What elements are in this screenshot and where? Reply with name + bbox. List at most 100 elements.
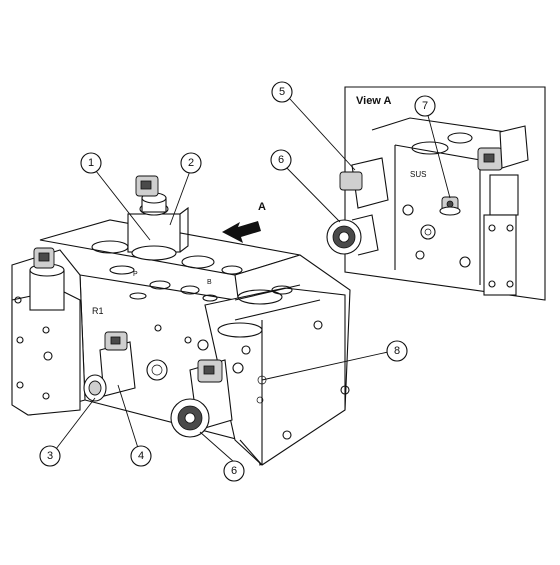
leader-2 — [169, 170, 191, 226]
leader-6b — [199, 431, 235, 463]
left-bolt-4 — [43, 351, 53, 361]
callout-1-circle — [80, 152, 102, 174]
front-solenoid-pins — [110, 336, 121, 345]
inset-port-c — [459, 256, 471, 268]
front-port-large-inner — [151, 364, 163, 376]
inset-connector-pins — [483, 153, 495, 163]
end-bolt-1 — [313, 320, 323, 330]
callout-3-label: 3 — [47, 450, 53, 462]
leader-5 — [289, 98, 356, 171]
leader-1 — [95, 170, 151, 241]
inset-solenoid-body — [351, 157, 389, 209]
front-knob-valve — [170, 359, 233, 438]
arrow-shape — [222, 221, 261, 243]
callout-5: 5 — [271, 81, 293, 103]
left-bolt-2 — [16, 381, 24, 389]
left-bolt-3 — [42, 326, 50, 334]
top-port-8 — [129, 292, 147, 300]
callout-6b-label: 6 — [231, 465, 237, 477]
inset-solenoid-connector — [339, 171, 363, 191]
top-solenoid-pins — [140, 180, 152, 190]
callout-7-label: 7 — [422, 100, 428, 112]
callout-4-circle — [130, 445, 152, 467]
inset-sus-label: SUS — [410, 170, 426, 179]
inset-check-valve — [439, 196, 461, 216]
callout-5-circle — [271, 81, 293, 103]
end-plate-upper-rim — [234, 299, 321, 321]
end-plate-port-small — [271, 285, 293, 295]
end-marker-2 — [256, 396, 264, 404]
top-solenoid-base — [131, 245, 177, 261]
left-coil-body — [29, 269, 65, 311]
top-solenoid-side — [179, 206, 189, 253]
end-bolt-4 — [241, 345, 251, 355]
callout-6b-circle — [223, 460, 245, 482]
end-bolt-2 — [340, 385, 350, 395]
port-label-r1: R1 — [92, 306, 104, 316]
callout-8-circle — [386, 340, 408, 362]
leader-6a — [279, 160, 341, 223]
callout-1: 1 — [80, 152, 102, 174]
top-port-5 — [149, 280, 171, 290]
left-bolt-6 — [14, 296, 22, 304]
callout-2: 2 — [180, 152, 202, 174]
end-plate-port-front — [217, 322, 263, 338]
inset-coil-cap — [499, 125, 529, 169]
front-port-large — [146, 359, 168, 381]
front-hole-1 — [154, 324, 162, 332]
port-label-p: P — [133, 271, 138, 278]
callout-2-circle — [180, 152, 202, 174]
view-a-inset: View A SUS — [326, 86, 546, 301]
leader-3 — [55, 397, 96, 450]
check-valve-center — [446, 200, 454, 208]
callout-6b: 6 — [223, 460, 245, 482]
callout-2-label: 2 — [188, 157, 194, 169]
end-bolt-3 — [282, 430, 292, 440]
end-plate-port-large — [237, 289, 283, 305]
top-port-6 — [180, 285, 200, 295]
callout-3-circle — [39, 445, 61, 467]
inset-coil-body — [489, 174, 519, 216]
callout-1-label: 1 — [88, 157, 94, 169]
callout-4: 4 — [130, 445, 152, 467]
front-hole-3 — [197, 339, 209, 351]
arrow-label: A — [258, 201, 266, 213]
inset-solenoid — [326, 157, 389, 256]
callout-7: 7 — [414, 95, 436, 117]
inset-port-b-inner — [424, 228, 432, 236]
top-port-3 — [221, 265, 243, 275]
knob-center — [184, 412, 196, 424]
direction-arrow-a: A — [222, 201, 266, 243]
inset-port-a — [402, 204, 414, 216]
port-label-b: B — [207, 279, 212, 286]
top-port-4 — [109, 265, 135, 275]
leader-8 — [261, 351, 389, 381]
callout-6a-circle — [270, 149, 292, 171]
top-solenoid-valve — [127, 175, 189, 261]
left-coil-pins — [38, 252, 50, 262]
end-marker-1 — [257, 375, 267, 385]
inset-knob-center — [338, 231, 350, 243]
view-a-label: View A — [356, 95, 392, 107]
knob-valve-pins — [203, 365, 215, 375]
callout-6a: 6 — [270, 149, 292, 171]
end-plate-bottom-edge — [239, 439, 263, 466]
front-hole-2 — [184, 336, 192, 344]
inset-top-port-2 — [447, 132, 473, 144]
top-port-7 — [202, 294, 218, 302]
inset-bolt-2 — [506, 224, 514, 232]
inset-top-port-1 — [411, 141, 449, 155]
leader-lines — [55, 98, 451, 463]
front-solenoid-nut-inner — [88, 380, 102, 396]
callout-7-circle — [414, 95, 436, 117]
callout-5-label: 5 — [279, 86, 285, 98]
callout-6a-label: 6 — [278, 154, 284, 166]
front-hole-4 — [232, 362, 244, 374]
inset-port-b — [420, 224, 436, 240]
leader-4 — [117, 384, 139, 449]
left-coil — [29, 247, 65, 311]
callout-4-label: 4 — [138, 450, 144, 462]
callout-8-label: 8 — [394, 345, 400, 357]
